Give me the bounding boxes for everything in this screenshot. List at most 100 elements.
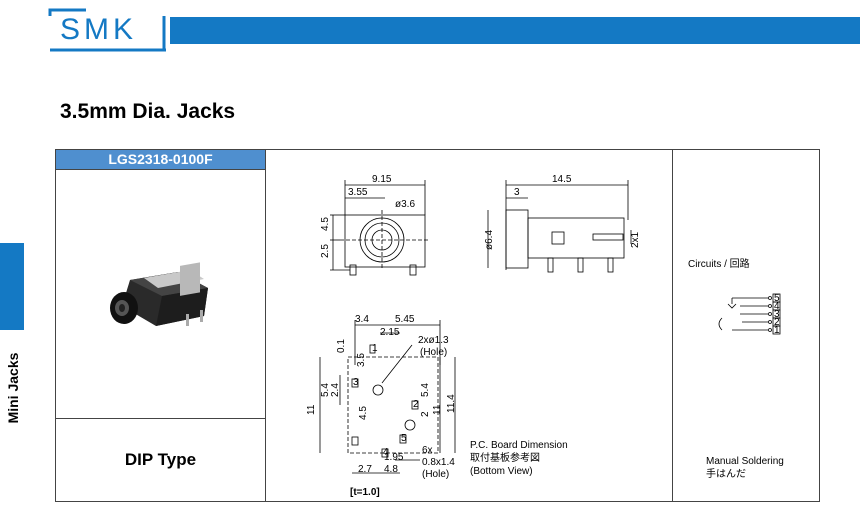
drawing-line	[399, 434, 407, 444]
drawing-line	[369, 344, 376, 354]
drawing-line	[351, 436, 359, 446]
drawing-line	[727, 303, 737, 309]
logo-text: SMK	[60, 13, 137, 46]
drawing-line	[351, 378, 359, 388]
smk-logo: SMK	[48, 8, 166, 52]
drawing-line	[768, 304, 772, 308]
drawing-line	[330, 180, 428, 276]
side-label: Mini Jacks	[5, 352, 21, 424]
dim-text: 6x	[422, 445, 433, 456]
dim-text: 2.7	[358, 464, 372, 475]
circuits-label: Circuits / 回路	[688, 259, 750, 270]
drawing-line	[48, 8, 166, 52]
pcb-caption-line: (Bottom View)	[470, 466, 533, 477]
side-view-drawing: 14.5 3 ø6.4 2x1	[484, 174, 641, 273]
dim-text: 11.4	[446, 394, 457, 413]
drawing-line	[319, 320, 456, 474]
dim-text: 1.95	[384, 452, 404, 463]
pcb-layout-drawing: 3.4 5.45 2.15 2xø1.3 (Hole) 0.1 3.5 5.4 …	[306, 314, 457, 498]
table-divider	[55, 169, 265, 170]
dim-text: 3.55	[348, 187, 368, 198]
drawing-line	[505, 209, 529, 269]
dim-text: 2.15	[380, 327, 400, 338]
product-image	[110, 262, 208, 326]
dim-text: 0.1	[336, 339, 347, 353]
pcb-caption-line: P.C. Board Dimension	[470, 440, 568, 451]
dim-text: 14.5	[552, 174, 572, 185]
dim-text: 4.5	[358, 406, 369, 420]
drawing-line	[347, 356, 439, 454]
drawing-line	[551, 231, 565, 245]
drawing-line	[718, 317, 723, 331]
dim-text: 4.5	[320, 217, 331, 231]
drawing-line	[718, 293, 781, 335]
drawing-line	[186, 314, 189, 326]
pin-number: 4	[383, 447, 389, 458]
table-divider	[55, 418, 265, 419]
dim-text: 11	[306, 404, 317, 415]
drawing-line	[381, 448, 389, 458]
dim-text: 2x1	[630, 231, 641, 248]
dim-text: ø3.6	[395, 199, 415, 210]
table-divider	[265, 149, 266, 502]
pin-number: 2	[774, 317, 780, 328]
drawing-line	[607, 257, 614, 273]
dim-text: 9.15	[372, 174, 392, 185]
soldering-line: 手はんだ	[706, 469, 746, 480]
dim-text: 3	[514, 187, 520, 198]
dim-text: (Hole)	[420, 347, 447, 358]
pin-number: 1	[774, 325, 780, 336]
mount-type: DIP Type	[124, 450, 197, 469]
drawing-line	[527, 217, 625, 259]
pin-number: 5	[401, 433, 407, 444]
page-title: 3.5mm Dia. Jacks	[60, 100, 236, 123]
drawing-line	[409, 264, 417, 276]
header-bar	[170, 17, 860, 44]
model-number: LGS2318-0100F	[56, 150, 265, 169]
drawing-line	[180, 262, 200, 296]
pin-number: 2	[413, 399, 419, 410]
pin-number: 3	[774, 309, 780, 320]
dim-text: 2	[420, 411, 431, 417]
dim-text: 3.4	[355, 314, 369, 325]
dim-text: 5.4	[420, 383, 431, 397]
pin-number: 1	[372, 343, 378, 354]
pcb-caption-line: 取付基板参考図	[470, 453, 540, 464]
pin-number: 5	[774, 293, 780, 304]
dim-text: 5.45	[395, 314, 415, 325]
pcb-caption: P.C. Board Dimension 取付基板参考図 (Bottom Vie…	[470, 439, 568, 478]
circuit-diagram: 5 4 3 2 1	[718, 293, 781, 336]
drawing-line	[156, 288, 208, 326]
pin-number: 4	[774, 301, 780, 312]
drawing-line	[768, 312, 772, 316]
dim-text: ø6.4	[484, 230, 495, 250]
pin-number: 3	[353, 377, 359, 388]
drawing-line	[381, 344, 413, 384]
drawing-line	[768, 328, 772, 332]
dim-text: 2xø1.3	[418, 335, 449, 346]
thickness-text: [t=1.0]	[350, 487, 380, 498]
dim-text: (Hole)	[422, 469, 449, 480]
soldering-label: Manual Soldering 手はんだ	[706, 455, 784, 481]
drawing-line	[547, 257, 554, 273]
spec-table	[55, 149, 820, 502]
side-tab	[0, 243, 24, 330]
drawing-line	[487, 180, 632, 273]
front-view-drawing: 9.15 3.55 ø3.6 4.5 2.5	[320, 174, 428, 276]
drawing-line	[411, 400, 419, 410]
dim-text: 3.5	[356, 353, 367, 367]
drawing-line	[404, 419, 416, 431]
soldering-line: Manual Soldering	[706, 456, 784, 467]
dim-text: 5.4	[320, 383, 331, 397]
drawing-line	[372, 384, 384, 396]
dim-text: 4.8	[384, 464, 398, 475]
drawing-line	[200, 310, 203, 322]
table-divider	[672, 149, 673, 502]
dim-text: 2.5	[320, 244, 331, 258]
drawing-line	[344, 214, 426, 268]
drawing-line	[772, 325, 781, 335]
drawing-line	[119, 304, 125, 312]
dim-text: 11	[432, 404, 443, 415]
drawing-line	[349, 264, 357, 276]
dim-text: 0.8x1.4	[422, 457, 455, 468]
